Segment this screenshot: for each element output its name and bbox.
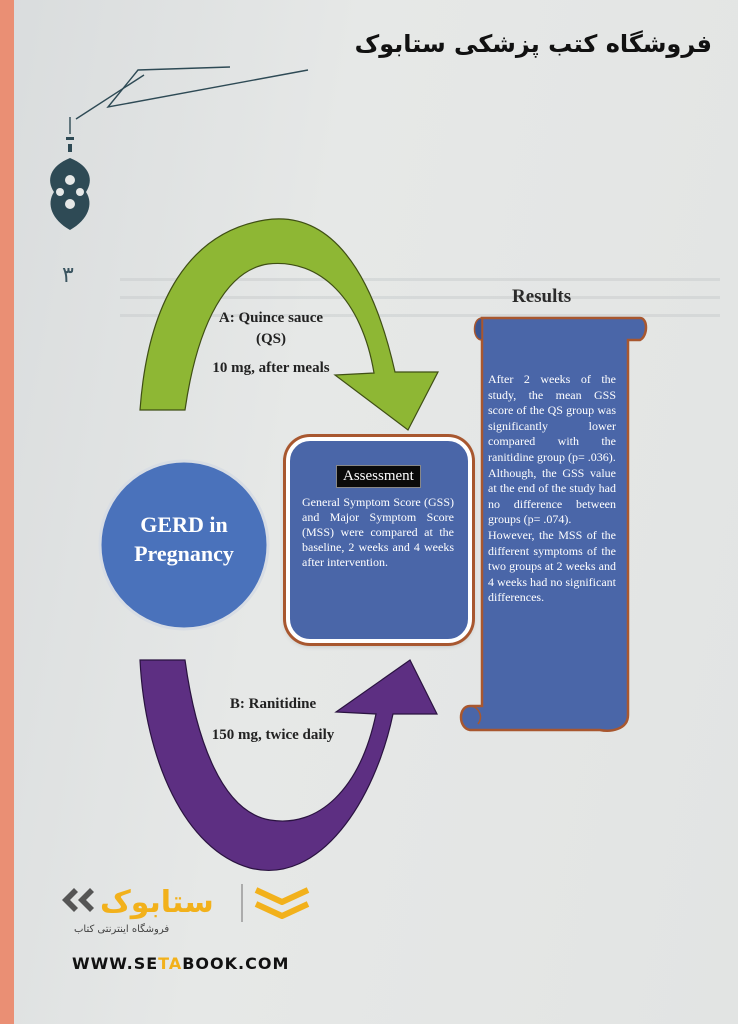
website-part-2: BOOK.COM	[182, 954, 290, 973]
arrow-a-shape	[139, 218, 439, 431]
page-number: ۳	[62, 262, 74, 287]
results-scroll	[459, 316, 648, 732]
arm-a-treatment: A: Quince sauce	[218, 310, 324, 326]
results-paragraph-1: After 2 weeks of the study, the mean GSS…	[488, 372, 616, 464]
results-paragraph-3: However, the MSS of the different sympto…	[488, 527, 616, 605]
arm-a-label: A: Quince sauce (QS) 10 mg, after meals	[196, 308, 346, 379]
setabook-logo-icon: ستابوک	[62, 884, 310, 922]
website-url: WWW.SETABOOK.COM	[72, 954, 289, 973]
ornament-icon	[50, 66, 309, 230]
gerd-label: GERD in Pregnancy	[104, 510, 264, 568]
gerd-circle	[98, 459, 270, 631]
results-paragraph-2: Although, the GSS value at the end of th…	[488, 465, 616, 527]
gerd-label-line2: Pregnancy	[134, 541, 234, 566]
arm-b-treatment: B: Ranitidine	[229, 696, 317, 712]
assessment-box: Assessment General Symptom Score (GSS) a…	[286, 437, 472, 643]
page-edge-strip	[0, 0, 14, 1024]
website-part-1: WWW.SE	[72, 954, 159, 973]
assessment-text: General Symptom Score (GSS) and Major Sy…	[302, 495, 454, 569]
arm-b-label: B: Ranitidine 150 mg, twice daily	[198, 696, 348, 744]
store-title: فروشگاه کتب پزشکی ستابوک	[354, 30, 712, 58]
arrow-b-shape	[139, 659, 438, 871]
results-title: Results	[512, 286, 572, 307]
assessment-title: Assessment	[336, 465, 421, 488]
arm-b-dose: 150 mg, twice daily	[211, 727, 335, 743]
arm-a-abbrev: (QS)	[256, 331, 286, 347]
logo-brand: ستابوک	[100, 885, 214, 920]
website-highlight: TA	[158, 954, 183, 973]
arm-a-dose: 10 mg, after meals	[212, 360, 330, 376]
results-text: After 2 weeks of the study, the mean GSS…	[488, 372, 616, 606]
gerd-label-line1: GERD in	[140, 512, 228, 537]
logo-tagline: فروشگاه اینترنتی کتاب	[74, 924, 170, 935]
